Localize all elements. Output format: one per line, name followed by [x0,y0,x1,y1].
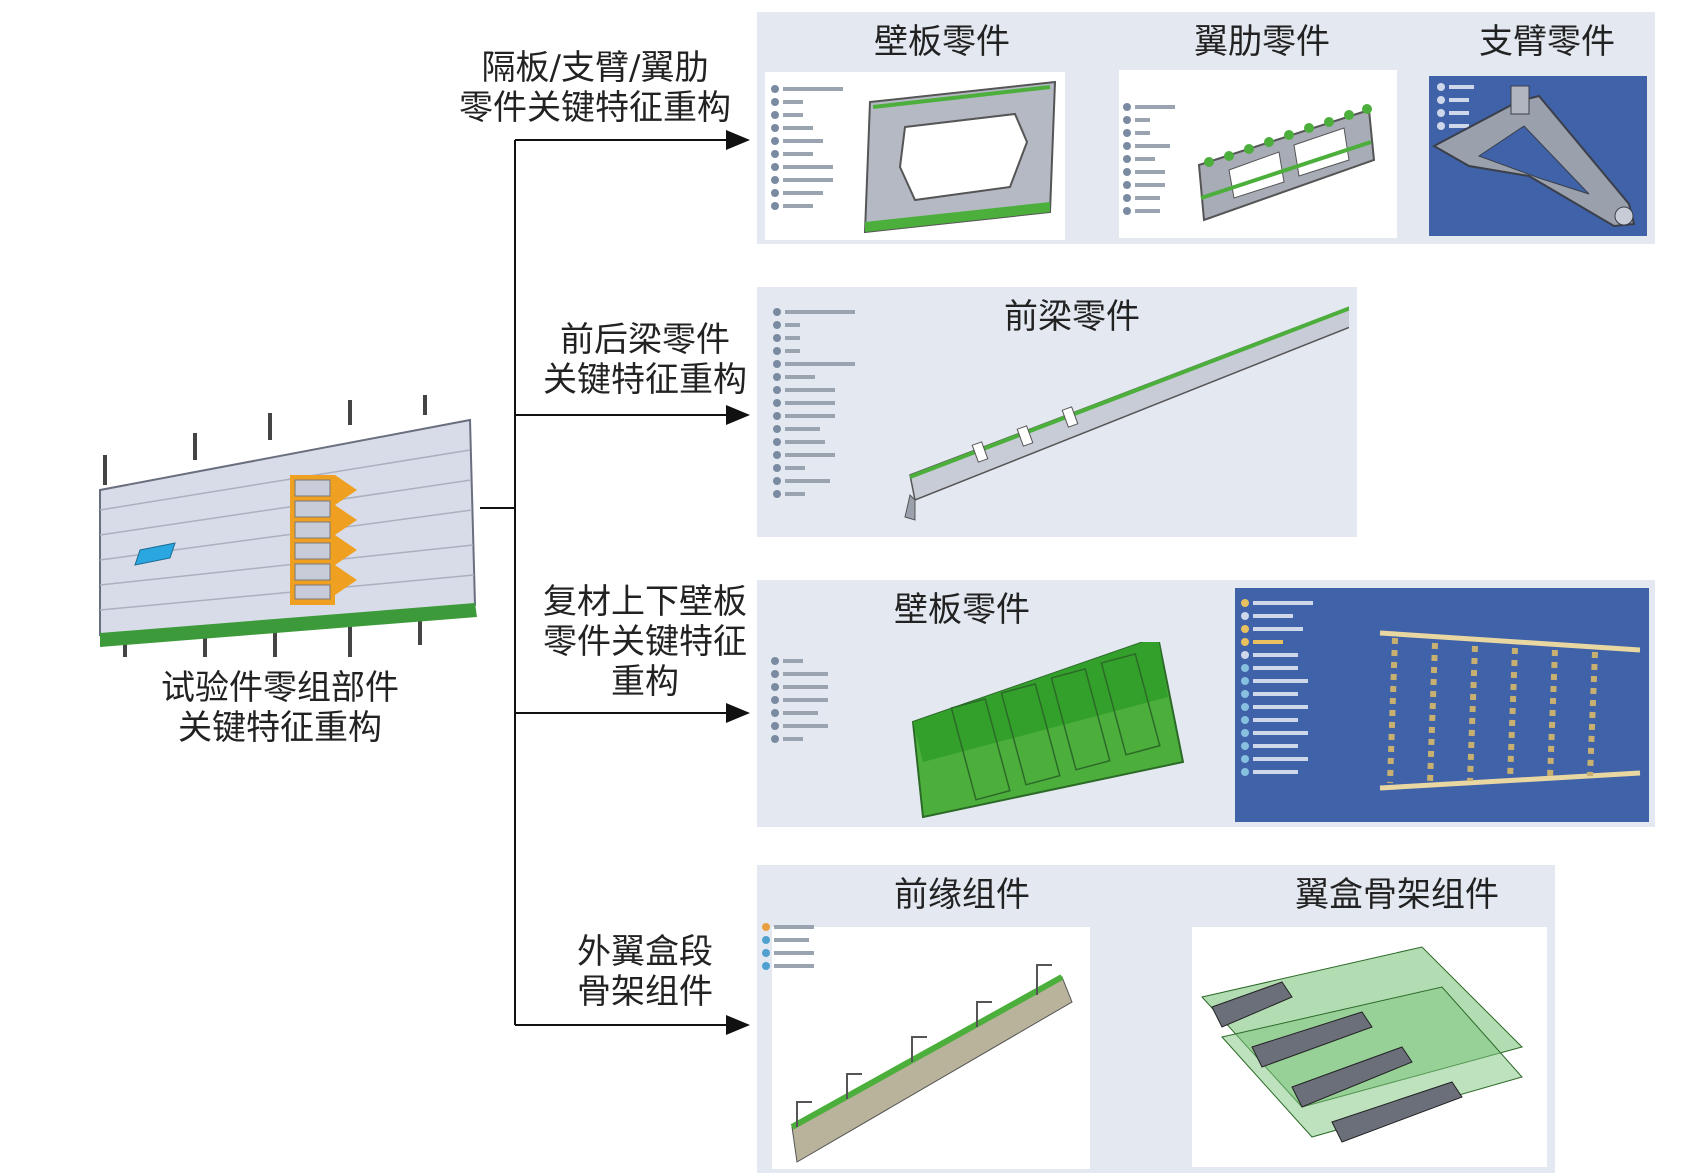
arm-part-image [1429,76,1647,236]
panel-title-skin-part: 壁板零件 [874,22,1010,62]
branch-label-spar: 前后梁零件 关键特征重构 [543,320,747,400]
panel-bulkhead-parts: 壁板零件 翼肋零件 支臂零件 [757,12,1655,244]
rib-part-image [1119,70,1397,238]
leading-edge-image [772,927,1090,1169]
branch-label-skin: 复材上下壁板 零件关键特征 重构 [543,582,747,702]
panel-title-front-spar: 前梁零件 [1004,297,1140,337]
panel-title-leading-edge: 前缘组件 [894,875,1030,915]
bulkhead-part-image [765,72,1065,240]
stringer-layout-image [1235,588,1649,822]
panel-title-composite-skin-part: 壁板零件 [894,590,1030,630]
source-label: 试验件零组部件 关键特征重构 [161,668,399,748]
front-spar-image [765,295,1349,531]
leading-edge-tree [762,920,814,972]
panel-title-wingbox-frame: 翼盒骨架组件 [1295,875,1499,915]
source-part-image [95,395,485,660]
composite-skin-image [763,642,1233,822]
panel-composite-skin: 壁板零件 [757,580,1655,827]
wingbox-frame-image [1192,927,1547,1167]
panel-spar-parts: 前梁零件 [757,287,1357,537]
branch-label-bulkhead: 隔板/支臂/翼肋 零件关键特征重构 [459,48,731,128]
branch-label-wingbox: 外翼盒段 骨架组件 [577,932,713,1012]
panel-title-arm-part: 支臂零件 [1479,22,1615,62]
panel-title-rib-part: 翼肋零件 [1194,22,1330,62]
panel-wingbox-assembly: 前缘组件 翼盒骨架组件 [757,865,1555,1173]
